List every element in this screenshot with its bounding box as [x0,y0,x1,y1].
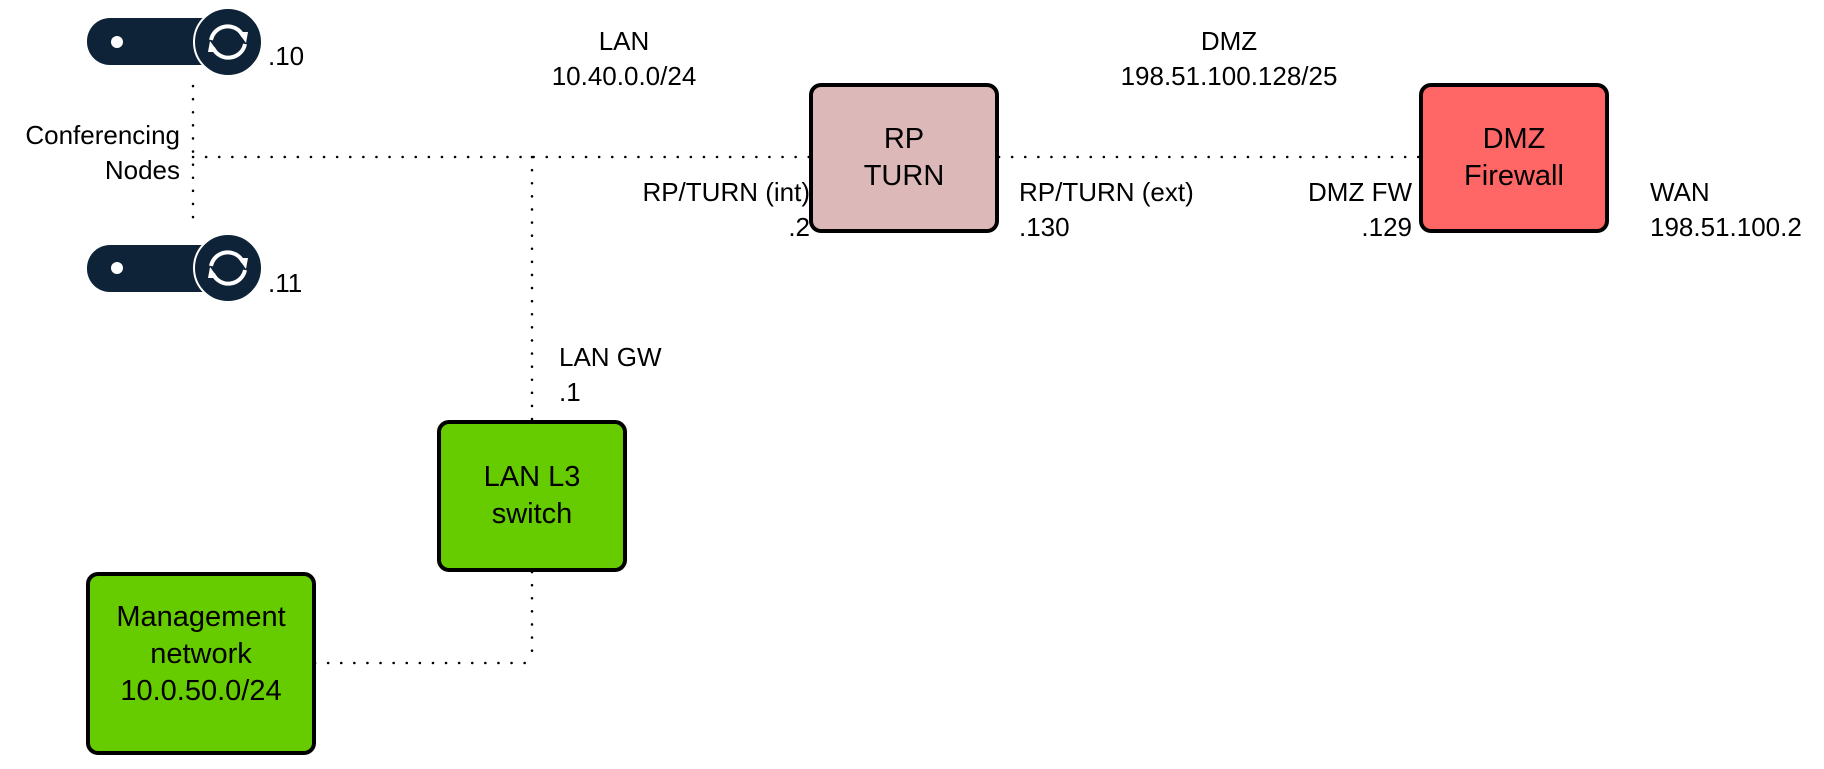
management-label-3: 10.0.50.0/24 [120,675,282,707]
rp-int-interface-addr: .2 [788,212,810,242]
management-network-device[interactable]: Management network 10.0.50.0/24 [86,572,316,755]
lan-network-name: LAN [598,26,650,56]
rp-ext-interface-addr: .130 [1019,212,1070,242]
lan-switch-label-1: LAN L3 [483,461,581,493]
conferencing-node-1[interactable] [87,7,263,77]
node-1-address: .10 [268,41,305,71]
dmz-firewall-device[interactable]: DMZ Firewall [1419,83,1609,233]
lan-gw-interface-addr: .1 [559,377,581,407]
node-sync-circle [193,233,263,303]
conferencing-node-2[interactable] [87,233,263,303]
sync-arrow-b [208,41,218,52]
dmz-firewall-label-2: Firewall [1464,160,1564,192]
management-label-2: network [150,638,252,670]
dmz-firewall-label-1: DMZ [1482,123,1546,155]
lan-switch-label-2: switch [491,498,573,530]
management-label-1: Management [116,601,286,633]
node-sync-circle [193,7,263,77]
sync-arrow-a [238,32,248,43]
lan-l3-switch-device[interactable]: LAN L3 switch [437,420,627,572]
wan-interface-name: WAN [1650,177,1710,207]
sync-arrow-a [238,258,248,269]
dmz-network-subnet: 198.51.100.128/25 [1120,61,1338,91]
rp-turn-label-2: TURN [863,160,945,192]
rp-turn-label-1: RP [883,123,925,155]
dmz-fw-interface-name: DMZ FW [1308,177,1412,207]
node-led [111,262,123,274]
sync-arrow-b [208,267,218,278]
sync-icon [209,24,247,60]
conferencing-nodes-label-2: Nodes [104,155,180,185]
conferencing-nodes-label-1: Conferencing [25,120,180,150]
sync-icon [209,250,247,286]
rp-int-interface-name: RP/TURN (int) [642,177,810,207]
node-2-address: .11 [268,268,303,298]
rp-turn-device[interactable]: RP TURN [809,83,999,233]
dmz-network-name: DMZ [1200,26,1258,56]
wan-interface-addr: 198.51.100.2 [1650,212,1802,242]
node-led [111,36,123,48]
lan-network-subnet: 10.40.0.0/24 [551,61,697,91]
dmz-fw-interface-addr: .129 [1361,212,1412,242]
rp-ext-interface-name: RP/TURN (ext) [1019,177,1194,207]
lan-gw-interface-name: LAN GW [559,342,662,372]
